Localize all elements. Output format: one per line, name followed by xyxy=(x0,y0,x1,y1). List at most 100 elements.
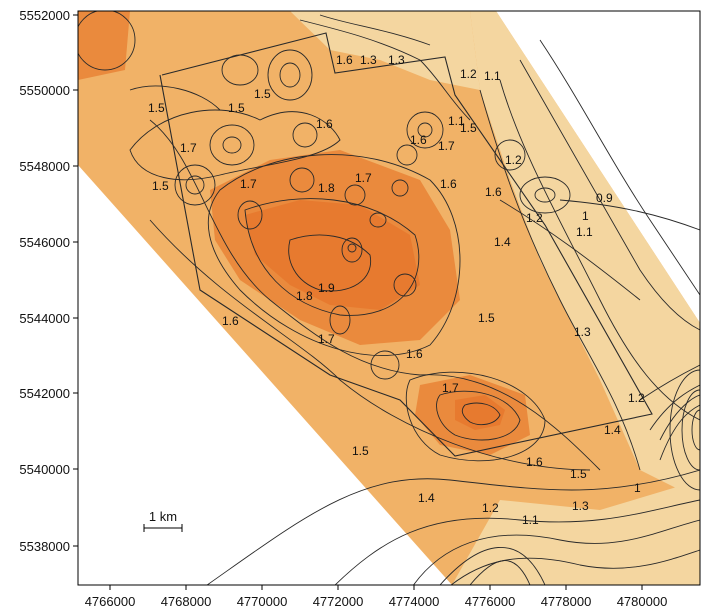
contour-loop xyxy=(174,164,216,206)
darker-zone-central xyxy=(245,200,420,310)
contour-label: 1.5 xyxy=(352,444,369,458)
contour-label: 1.5 xyxy=(254,87,271,101)
contour-line xyxy=(469,560,531,585)
contour-label: 1.6 xyxy=(485,185,502,199)
contour-loop xyxy=(279,62,301,88)
contour-line xyxy=(499,199,641,301)
contour-label: 1.2 xyxy=(628,391,645,405)
contour-label: 1.7 xyxy=(442,381,459,395)
survey-area xyxy=(78,11,700,585)
contour-label: 1.1 xyxy=(522,513,539,527)
contour-loop xyxy=(185,175,205,195)
contour-loop xyxy=(289,167,315,193)
contour-loop xyxy=(267,49,313,101)
contour-line xyxy=(405,371,546,462)
contour-label: 1.2 xyxy=(482,501,499,515)
contour-loop xyxy=(347,243,357,253)
contour-label: 1.6 xyxy=(410,133,427,147)
contour-line xyxy=(539,39,700,296)
contour-label: 1.6 xyxy=(222,314,239,328)
contour-label: 1.1 xyxy=(576,225,593,239)
y-axis-labels: 5552000 5550000 5548000 5546000 5544000 … xyxy=(19,8,70,554)
contour-line xyxy=(450,549,700,585)
y-tick-label: 5538000 xyxy=(19,539,70,554)
contour-loop xyxy=(344,184,366,206)
y-axis-ticks xyxy=(73,14,78,547)
contour-loop xyxy=(329,305,351,335)
contour-label: 1.7 xyxy=(180,141,197,155)
contour-label: 1.9 xyxy=(318,281,335,295)
contour-label: 1.7 xyxy=(355,171,372,185)
contour-line xyxy=(206,469,700,585)
contour-label: 1.3 xyxy=(360,53,377,67)
x-tick-label: 4768000 xyxy=(161,594,212,609)
x-tick-label: 4778000 xyxy=(541,594,592,609)
contour-loop xyxy=(669,369,700,491)
contour-line xyxy=(244,198,420,316)
x-tick-label: 4774000 xyxy=(389,594,440,609)
contour-line xyxy=(479,89,641,471)
y-tick-label: 5550000 xyxy=(19,83,70,98)
x-tick-label: 4772000 xyxy=(313,594,364,609)
y-tick-label: 5552000 xyxy=(19,8,70,23)
light-zone-east xyxy=(470,11,700,500)
x-tick-label: 4780000 xyxy=(617,594,668,609)
contour-label: 1.3 xyxy=(572,499,589,513)
contour-label: 1.5 xyxy=(152,179,169,193)
contour-loop xyxy=(222,136,242,154)
contour-label: 1.5 xyxy=(148,101,165,115)
contour-label: 1.7 xyxy=(240,177,257,191)
contour-line xyxy=(299,19,471,121)
contour-loop xyxy=(396,144,418,166)
y-tick-label: 5546000 xyxy=(19,235,70,250)
x-tick-label: 4770000 xyxy=(237,594,288,609)
contour-label: 1.8 xyxy=(296,289,313,303)
contour-label: 1.3 xyxy=(574,325,591,339)
contour-loop xyxy=(370,350,400,380)
contour-label: 1.2 xyxy=(460,67,477,81)
contour-line xyxy=(639,364,700,401)
x-tick-label: 4766000 xyxy=(85,594,136,609)
contour-label: 1.4 xyxy=(604,423,621,437)
contour-label: 1.6 xyxy=(406,347,423,361)
contour-label: 0.9 xyxy=(596,191,613,205)
contour-label: 1.5 xyxy=(228,101,245,115)
contour-line xyxy=(129,85,221,111)
contour-label: 1.4 xyxy=(418,491,435,505)
contour-line xyxy=(207,154,461,356)
contour-line xyxy=(288,234,372,292)
contour-loop xyxy=(292,122,318,148)
contour-loop xyxy=(391,179,409,197)
x-axis-labels: 4766000 4768000 4770000 4772000 4774000 … xyxy=(85,594,668,609)
contour-label: 1.6 xyxy=(316,117,333,131)
contour-loop xyxy=(681,389,700,471)
contour-loop xyxy=(691,409,700,451)
contour-loop xyxy=(237,200,263,230)
contour-label: 1.3 xyxy=(388,53,405,67)
contour-loop xyxy=(341,237,363,263)
dark-zone-west xyxy=(78,11,130,80)
contour-loop xyxy=(78,11,136,71)
contour-loop xyxy=(519,176,571,214)
scale-bar-label: 1 km xyxy=(149,509,177,524)
contour-label: 1.7 xyxy=(318,332,335,346)
contour-labels: 1.3 1.6 1.3 1.2 1.1 1.5 1.5 1.5 1.6 1.7 … xyxy=(148,53,645,527)
contour-loop xyxy=(534,187,556,203)
x-tick-label: 4776000 xyxy=(465,594,516,609)
contour-line xyxy=(436,390,521,441)
contour-lines xyxy=(78,11,700,585)
contour-line xyxy=(129,109,341,181)
contour-label: 1.1 xyxy=(484,69,501,83)
contour-line xyxy=(413,519,700,585)
contour-label: 1.6 xyxy=(440,177,457,191)
scale-bar: 1 km xyxy=(143,509,183,532)
contour-line xyxy=(559,199,700,231)
contour-line xyxy=(461,402,501,426)
contour-line xyxy=(659,394,700,441)
contour-label: 1 xyxy=(582,209,589,223)
contour-line xyxy=(439,546,546,585)
contour-line xyxy=(519,59,700,331)
contour-label: 1.2 xyxy=(505,153,522,167)
contour-label: 1.5 xyxy=(460,121,477,135)
